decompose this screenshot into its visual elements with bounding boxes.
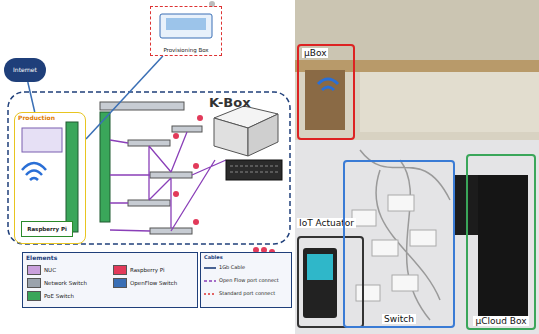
switch-rack [66, 122, 78, 232]
legend-row: Standard port connect [204, 291, 275, 297]
legend-line-sample [204, 291, 216, 297]
legend-heading: Elements [26, 255, 57, 262]
node-label: K-Box [209, 96, 251, 111]
legend-row: Open Flow port connect [204, 278, 279, 284]
network-link [86, 56, 163, 139]
ucloud-outline: μCloud Box [466, 154, 536, 330]
legend-text: Raspberry Pi [130, 267, 164, 273]
kbox-cube [214, 106, 282, 180]
device-icon [160, 14, 212, 38]
ubox-outline: μBox [297, 44, 355, 140]
node-label: Raspberry Pi [27, 226, 67, 232]
legend-text: PoE Switch [44, 293, 74, 299]
legend-row: Raspberry Pi [113, 265, 164, 275]
node-label: Internet [13, 67, 37, 74]
node-label: IoT Actuator [297, 218, 356, 228]
raspberry-box: Raspberry Pi [21, 221, 73, 237]
legend-text: Standard port connect [219, 291, 275, 297]
nuc-icon [22, 128, 62, 152]
lab-photo [295, 0, 539, 334]
network-link [28, 82, 35, 112]
legend-text: 1Gb Cable [219, 265, 245, 271]
actuator-outline: IoT Actuator [297, 236, 364, 328]
legend-swatch [113, 278, 127, 288]
legend-row: 1Gb Cable [204, 265, 245, 271]
node-label: μCloud Box [473, 316, 528, 326]
node-label: Provisioning Box [163, 47, 208, 53]
node-label: Production [18, 115, 55, 122]
legend-line-sample [204, 265, 216, 271]
legend-row: NUC [27, 265, 56, 275]
kbox-label-box: K-Box [206, 94, 282, 114]
legend-line-sample [204, 278, 216, 284]
legend-swatch [27, 278, 41, 288]
legend-swatch [27, 265, 41, 275]
network-region [8, 92, 290, 244]
production-region: ProductionRaspberry Pi [14, 112, 86, 244]
legend-text: Network Switch [44, 280, 87, 286]
cloud-node: Internet [4, 58, 46, 82]
node-label: Switch [382, 314, 416, 324]
legend-row: OpenFlow Switch [113, 278, 177, 288]
node-label: μBox [302, 48, 328, 58]
legend-row: PoE Switch [27, 291, 74, 301]
legend-panel: Cables 1Gb CableOpen Flow port connectSta… [200, 252, 292, 308]
device-screen [166, 18, 206, 30]
wifi-symbol [22, 163, 46, 180]
legend-swatch [27, 291, 41, 301]
legend-text: NUC [44, 267, 56, 273]
legend-text: Open Flow port connect [219, 278, 279, 284]
legend-heading: Cables [204, 255, 223, 261]
legend-panel: ElementsNUC Raspberry Pi Network Switch Ope… [22, 252, 198, 308]
provisioning-box: Provisioning Box [150, 6, 222, 56]
switch-outline: Switch [343, 160, 455, 328]
legend-text: OpenFlow Switch [130, 280, 177, 286]
legend-row: Network Switch [27, 278, 87, 288]
legend-swatch [113, 265, 127, 275]
